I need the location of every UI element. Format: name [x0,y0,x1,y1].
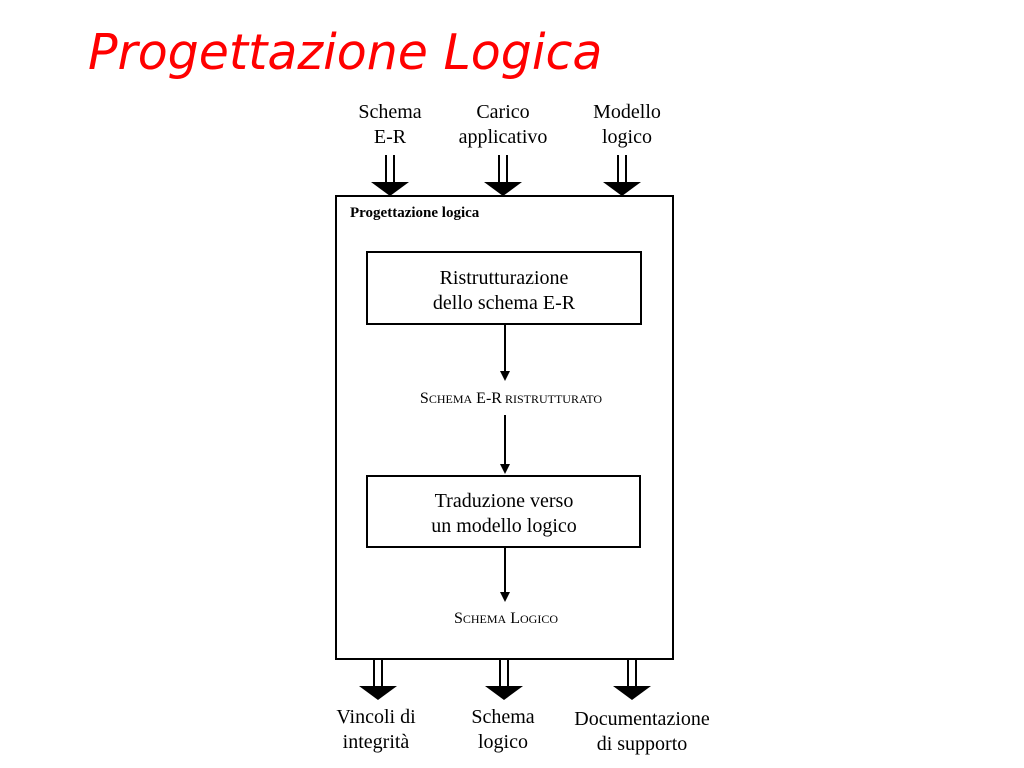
svg-text:Carico: Carico [476,101,529,123]
svg-text:di supporto: di supporto [597,733,688,755]
svg-text:Traduzione verso: Traduzione verso [435,490,574,512]
step-ristrutturazione: Ristrutturazione dello schema E-R [366,251,642,325]
svg-text:un modello logico: un modello logico [431,515,577,537]
svg-text:Vincoli di: Vincoli di [336,706,416,728]
outer-process-box [335,195,674,660]
svg-text:applicativo: applicativo [459,126,548,148]
output-vincoli-integrita: Vincoli di integrità [336,706,416,753]
input-arrow-carico [484,155,522,196]
svg-text:logico: logico [478,731,528,753]
outer-box-label: Progettazione logica [350,205,480,221]
svg-text:Ristrutturazione: Ristrutturazione [440,267,569,289]
svg-text:Documentazione: Documentazione [574,708,710,730]
output-arrow-documentazione [613,659,651,700]
svg-text:integrità: integrità [343,731,410,753]
slide-title: Progettazione Logica [88,24,603,81]
svg-text:logico: logico [602,126,652,148]
svg-text:dello schema E-R: dello schema E-R [433,292,576,314]
input-arrow-modello [603,155,641,196]
output-arrow-vincoli [359,659,397,700]
input-carico-applicativo: Carico applicativo [459,101,548,148]
step-traduzione: Traduzione verso un modello logico [366,475,641,548]
label-schema-logico: SCHEMA LOGICO [454,610,558,627]
input-schema-er: Schema E-R [358,101,421,148]
label-schema-er-ristrutturato: SCHEMA E-R RISTRUTTURATO [420,390,602,407]
output-arrow-schema-logico [485,659,523,700]
output-documentazione: Documentazione di supporto [574,708,710,755]
svg-text:Schema: Schema [471,706,534,728]
input-modello-logico: Modello logico [593,101,661,148]
input-arrow-schema-er [371,155,409,196]
svg-text:Modello: Modello [593,101,661,123]
svg-text:E-R: E-R [374,126,407,148]
output-schema-logico: Schema logico [471,706,534,753]
svg-text:Schema: Schema [358,101,421,123]
